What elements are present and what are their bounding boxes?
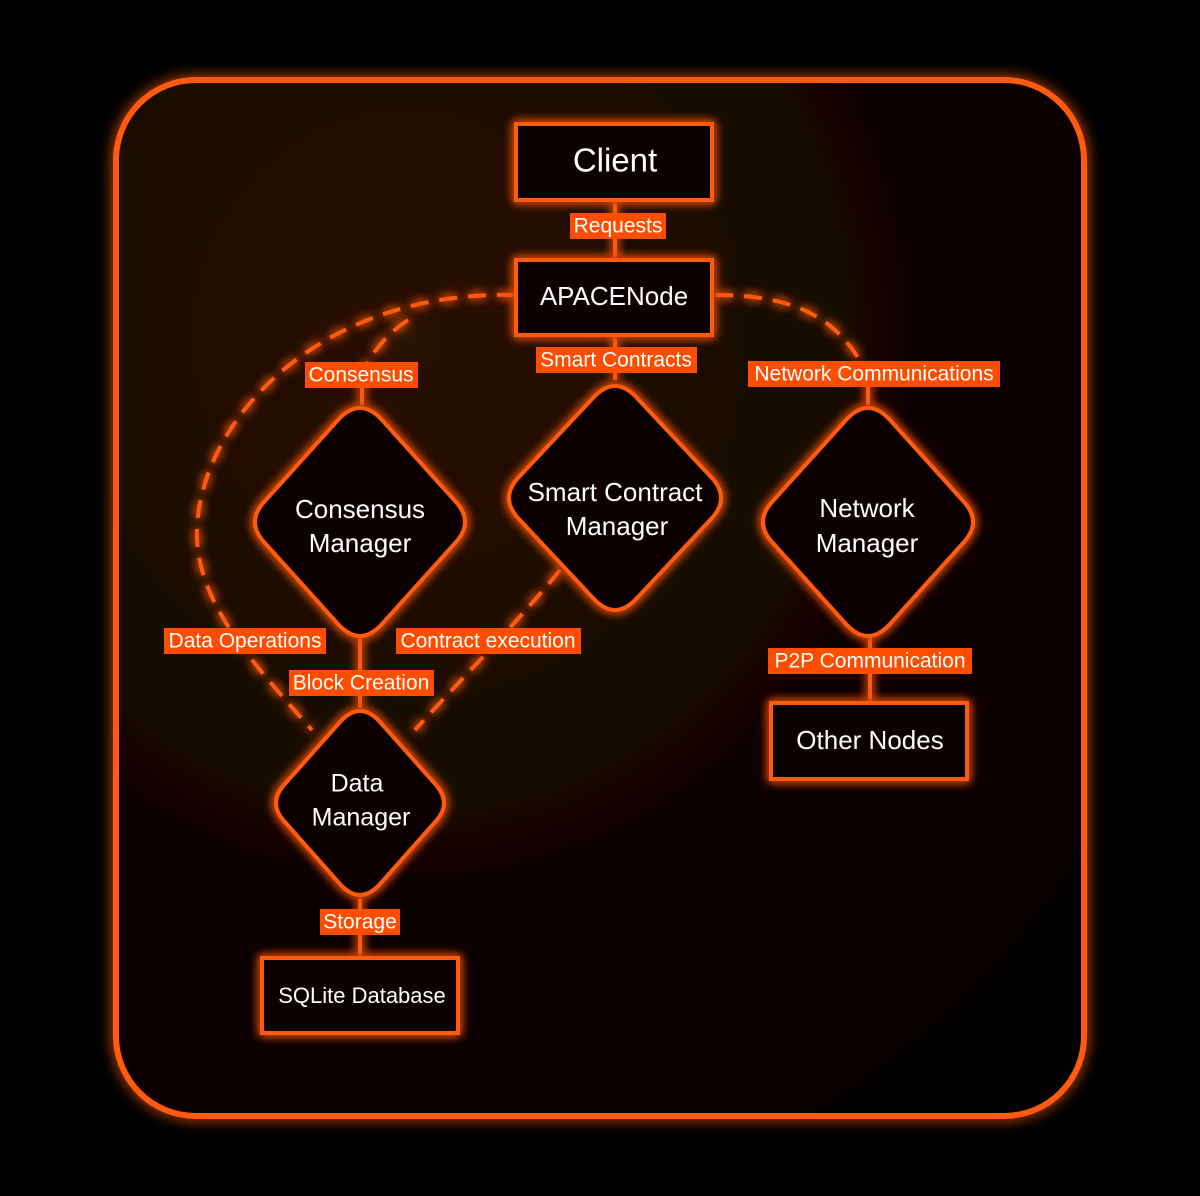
network-manager-label-line2: Manager [816,528,919,558]
smart-contract-manager-label-line1: Smart Contract [528,477,704,507]
contract-execution-label: Contract execution [400,630,575,653]
node-apacenode: APACENode [514,258,714,337]
smart-contracts-label: Smart Contracts [540,349,692,372]
other-nodes-label: Other Nodes [796,725,943,755]
node-data-manager: Data Manager [274,709,446,897]
edge-label-consensus: Consensus [305,362,418,388]
consensus-label: Consensus [308,364,413,387]
storage-label: Storage [323,911,397,934]
p2p-communication-label: P2P Communication [774,650,965,673]
data-manager-label-line1: Data [331,770,384,798]
edge-label-smart-contracts: Smart Contracts [536,347,697,373]
requests-label: Requests [574,215,663,238]
edge-label-contract-execution: Contract execution [396,628,581,654]
edge-apacenode-network-dashed [714,293,870,376]
edge-label-requests: Requests [570,213,666,239]
edge-label-network-communications: Network Communications [748,361,1000,387]
edge-label-data-operations: Data Operations [164,628,326,654]
node-network-manager: Network Manager [761,406,975,638]
node-smart-contract-manager: Smart Contract Manager [507,384,723,612]
edge-label-p2p-communication: P2P Communication [768,648,972,674]
edge-label-storage: Storage [320,909,400,935]
apacenode-label: APACENode [540,281,688,311]
edge-label-block-creation: Block Creation [289,670,434,696]
node-consensus-manager: Consensus Manager [253,406,467,638]
smart-contract-manager-label-line2: Manager [566,511,669,541]
consensus-manager-label-line2: Manager [309,528,412,558]
network-manager-label-line1: Network [819,493,915,523]
consensus-manager-label-line1: Consensus [295,494,425,524]
node-client: Client [514,122,714,202]
block-creation-label: Block Creation [293,672,430,695]
node-other-nodes: Other Nodes [769,701,969,781]
client-label: Client [573,142,657,179]
data-manager-label-line2: Manager [312,804,411,832]
data-operations-label: Data Operations [169,630,322,653]
sqlite-database-label: SQLite Database [278,983,446,1008]
edge-smartcontract-data-dashed [413,568,562,732]
network-communications-label: Network Communications [754,363,993,386]
node-sqlite-database: SQLite Database [260,956,460,1035]
